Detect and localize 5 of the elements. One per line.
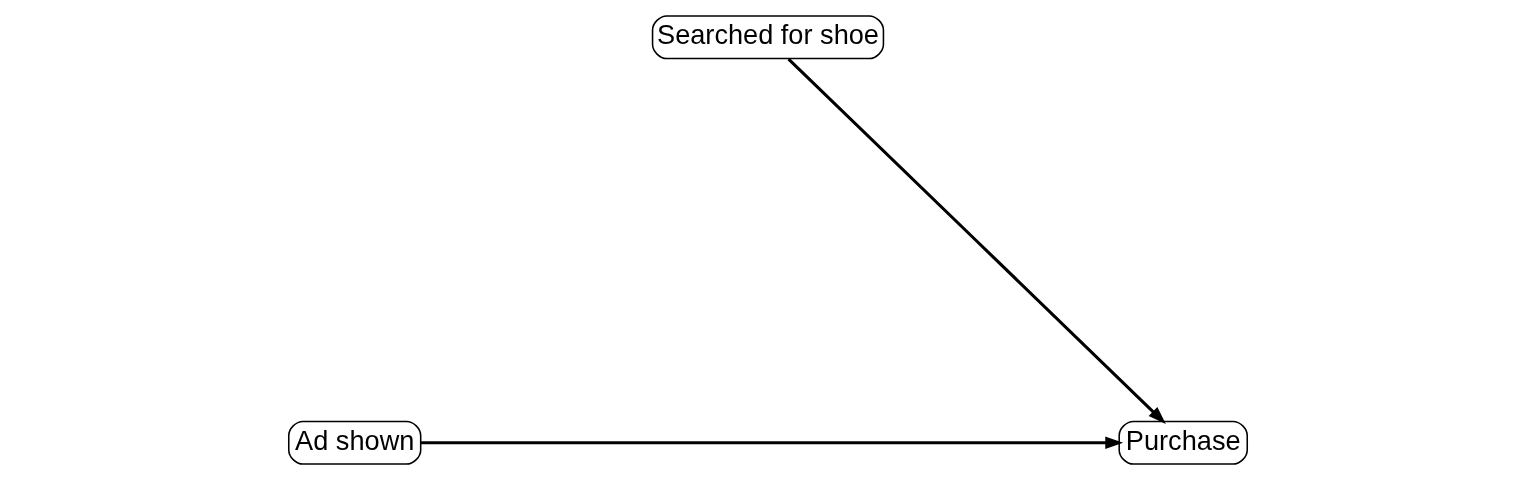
arrow [787,58,1166,425]
node-box: Ad shown [288,420,422,465]
node-box: Purchase [1118,420,1248,465]
node-box: Searched for shoe [651,15,885,60]
arrow [421,436,1124,449]
